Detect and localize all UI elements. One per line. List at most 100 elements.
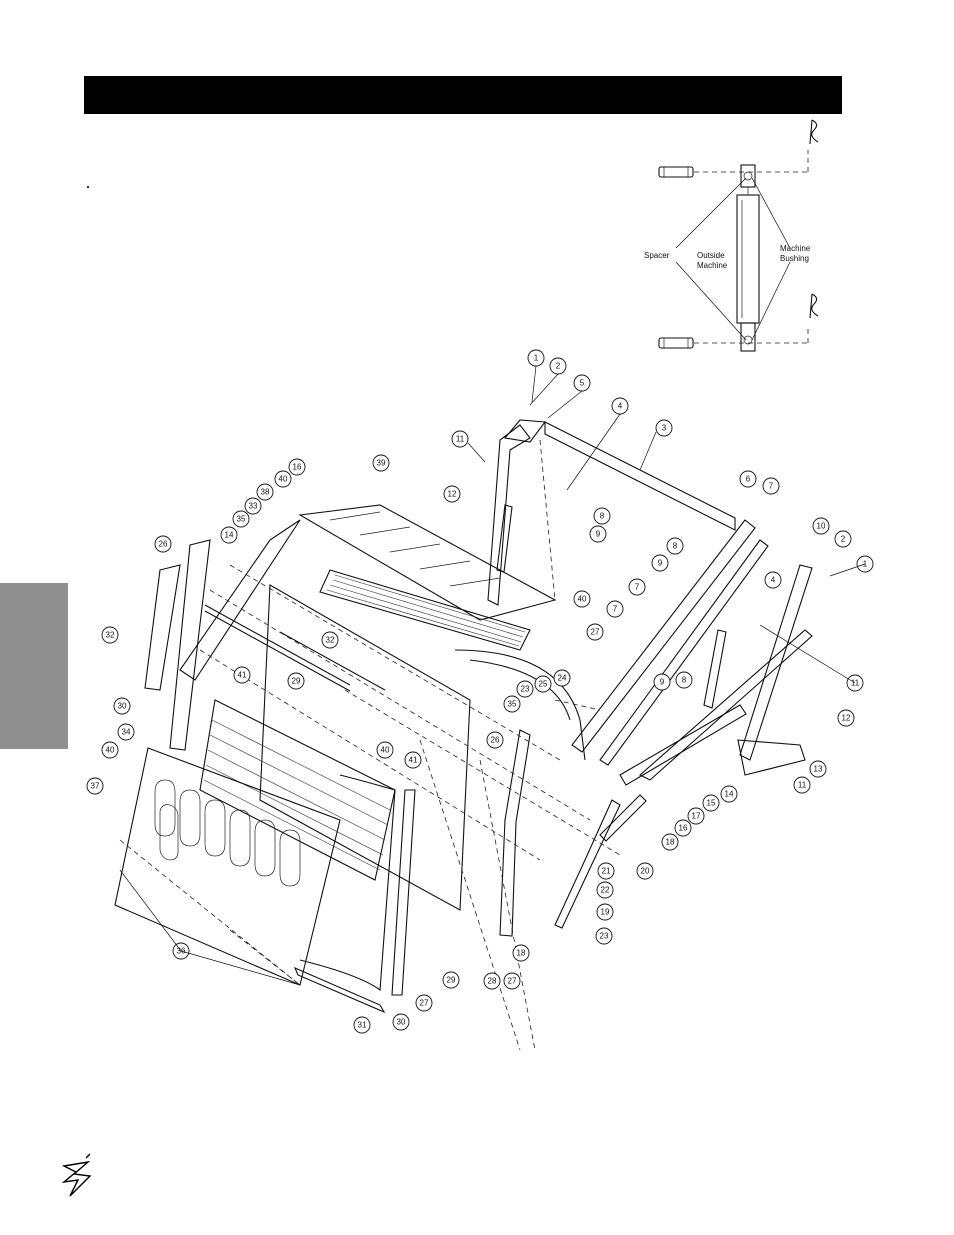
svg-text:35: 35 bbox=[237, 515, 246, 524]
callout-11: 11 bbox=[451, 430, 469, 448]
callout-18: 18 bbox=[661, 833, 679, 851]
spacer-pin-bottom bbox=[658, 337, 694, 349]
callout-1: 1 bbox=[527, 349, 545, 367]
callout-32: 32 bbox=[101, 626, 119, 644]
callout-11: 11 bbox=[793, 776, 811, 794]
callout-16: 16 bbox=[674, 819, 692, 837]
callout-leaders bbox=[119, 365, 866, 986]
callout-9: 9 bbox=[589, 525, 607, 543]
callout-40: 40 bbox=[101, 741, 119, 759]
callout-29: 29 bbox=[442, 971, 460, 989]
callout-5: 5 bbox=[573, 374, 591, 392]
svg-text:40: 40 bbox=[106, 746, 115, 755]
svg-text:14: 14 bbox=[725, 790, 734, 799]
hairpin-clip-icon bbox=[809, 293, 819, 319]
mesh-pattern-top bbox=[326, 574, 526, 647]
svg-text:8: 8 bbox=[600, 512, 605, 521]
svg-text:8: 8 bbox=[682, 676, 687, 685]
part-callouts: 1 2 5 4 3 11 39 16 40 12 8 9 38 33 35 14… bbox=[86, 349, 874, 1034]
left-side-frame bbox=[169, 539, 211, 751]
callout-37: 37 bbox=[86, 777, 104, 795]
svg-text:24: 24 bbox=[558, 674, 567, 683]
callout-30: 30 bbox=[113, 697, 131, 715]
svg-text:27: 27 bbox=[420, 999, 429, 1008]
svg-text:22: 22 bbox=[601, 886, 610, 895]
svg-text:26: 26 bbox=[491, 736, 500, 745]
cutting-edge bbox=[293, 966, 386, 1014]
callout-7: 7 bbox=[628, 578, 646, 596]
svg-text:2: 2 bbox=[841, 535, 846, 544]
callout-22: 22 bbox=[596, 881, 614, 899]
svg-text:32: 32 bbox=[326, 636, 335, 645]
svg-text:35: 35 bbox=[508, 700, 517, 709]
callout-31: 31 bbox=[353, 1016, 371, 1034]
callout-23: 23 bbox=[595, 927, 613, 945]
callout-28: 28 bbox=[483, 972, 501, 990]
callout-20: 20 bbox=[636, 862, 654, 880]
svg-text:2: 2 bbox=[556, 362, 561, 371]
svg-text:20: 20 bbox=[641, 867, 650, 876]
svg-text:9: 9 bbox=[596, 530, 601, 539]
svg-text:21: 21 bbox=[602, 867, 611, 876]
callout-32: 32 bbox=[321, 631, 339, 649]
brand-swoosh-icon bbox=[61, 1153, 92, 1197]
callout-2: 2 bbox=[834, 530, 852, 548]
callout-7: 7 bbox=[762, 477, 780, 495]
right-cylinder bbox=[703, 629, 727, 709]
svg-text:40: 40 bbox=[578, 595, 587, 604]
outside-machine-label-1: Outside bbox=[697, 251, 725, 260]
right-lift-arm bbox=[571, 519, 756, 753]
left-upright bbox=[487, 424, 531, 606]
svg-text:41: 41 bbox=[238, 671, 247, 680]
callout-12: 12 bbox=[443, 485, 461, 503]
callout-14: 14 bbox=[720, 785, 738, 803]
callout-27: 27 bbox=[503, 972, 521, 990]
loader-frame-assembly bbox=[114, 419, 813, 1051]
svg-text:9: 9 bbox=[658, 559, 663, 568]
cylinder-inset: Spacer Outside Machine Machine Bushing bbox=[644, 119, 819, 352]
svg-text:4: 4 bbox=[618, 402, 623, 411]
svg-text:29: 29 bbox=[447, 976, 456, 985]
svg-text:38: 38 bbox=[261, 488, 270, 497]
svg-text:33: 33 bbox=[249, 502, 258, 511]
svg-text:10: 10 bbox=[817, 522, 826, 531]
mesh-screen-top bbox=[319, 569, 531, 651]
svg-text:30: 30 bbox=[118, 702, 127, 711]
outside-machine-label-2: Machine bbox=[697, 261, 728, 270]
svg-text:12: 12 bbox=[448, 490, 457, 499]
callout-35: 35 bbox=[503, 695, 521, 713]
callout-10: 10 bbox=[812, 517, 830, 535]
spacer-label: Spacer bbox=[644, 251, 670, 260]
left-brace bbox=[144, 564, 181, 691]
callout-29: 29 bbox=[287, 672, 305, 690]
tie-bar-2 bbox=[279, 631, 386, 691]
callout-3: 3 bbox=[655, 419, 673, 437]
callout-8: 8 bbox=[675, 671, 693, 689]
svg-text:8: 8 bbox=[673, 542, 678, 551]
svg-text:41: 41 bbox=[409, 756, 418, 765]
svg-text:1: 1 bbox=[534, 354, 539, 363]
svg-text:19: 19 bbox=[601, 908, 610, 917]
callout-21: 21 bbox=[597, 862, 615, 880]
svg-text:16: 16 bbox=[679, 824, 688, 833]
callout-4: 4 bbox=[764, 571, 782, 589]
callout-13: 13 bbox=[809, 760, 827, 778]
svg-text:13: 13 bbox=[814, 765, 823, 774]
callout-33: 33 bbox=[244, 497, 262, 515]
section-side-tab bbox=[0, 583, 68, 749]
lower-arm bbox=[639, 629, 813, 781]
svg-text:31: 31 bbox=[358, 1021, 367, 1030]
machine-bushing-label-1: Machine bbox=[780, 244, 811, 253]
tie-bar bbox=[204, 604, 351, 686]
svg-text:27: 27 bbox=[591, 628, 600, 637]
callout-38: 38 bbox=[256, 483, 274, 501]
callout-41: 41 bbox=[233, 666, 251, 684]
callout-25: 25 bbox=[534, 675, 552, 693]
mount-plate bbox=[737, 739, 806, 776]
callout-4: 4 bbox=[611, 397, 629, 415]
callout-41: 41 bbox=[404, 751, 422, 769]
svg-text:18: 18 bbox=[517, 949, 526, 958]
svg-text:11: 11 bbox=[456, 435, 465, 444]
side-bar bbox=[391, 789, 416, 996]
hairpin-clip-icon bbox=[809, 119, 819, 145]
